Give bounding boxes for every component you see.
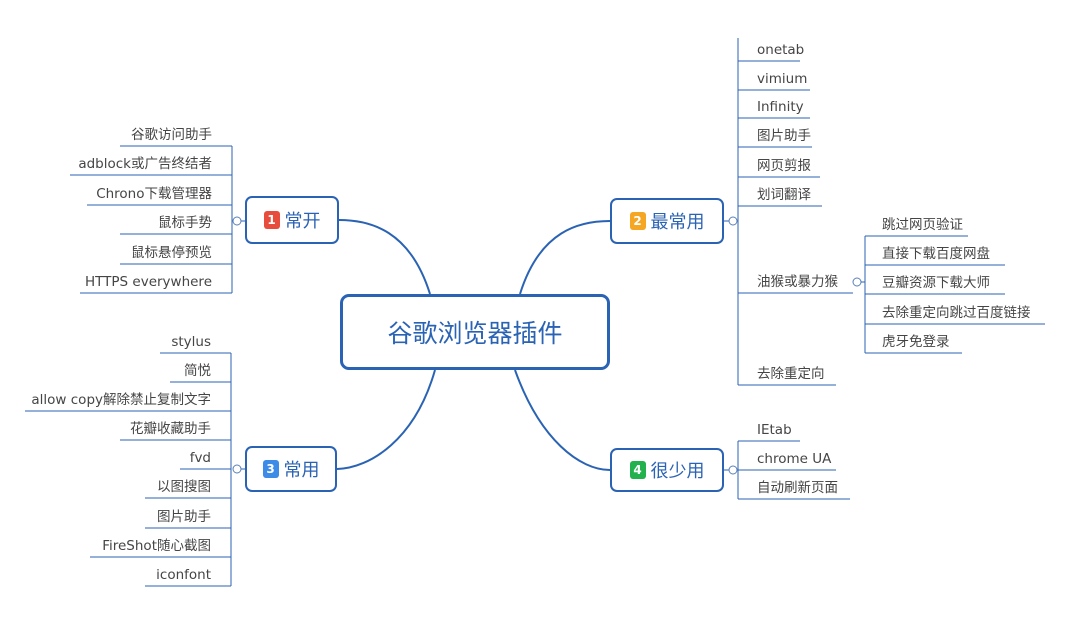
branch-topic-1[interactable]: 1 常开	[245, 196, 339, 244]
collapse-toggle-icon[interactable]	[728, 465, 738, 475]
branch-topic-2[interactable]: 2 最常用	[610, 198, 724, 244]
root-topic-label: 谷歌浏览器插件	[387, 319, 563, 348]
priority-3-icon: 3	[262, 460, 279, 478]
leaf-topic[interactable]: 图片助手	[757, 128, 811, 144]
branch-topic-3[interactable]: 3 常用	[245, 446, 337, 492]
leaf-topic[interactable]: adblock或广告终结者	[78, 156, 212, 172]
branch-topic-3-label: 常用	[283, 460, 320, 481]
sub-leaf-topic[interactable]: 去除重定向跳过百度链接	[882, 305, 1031, 321]
priority-4-icon: 4	[629, 461, 646, 479]
leaf-topic[interactable]: 鼠标手势	[158, 215, 212, 231]
priority-2-icon: 2	[629, 212, 646, 230]
leaf-topic[interactable]: vimium	[757, 71, 808, 87]
sub-leaf-topic[interactable]: 豆瓣资源下载大师	[882, 275, 990, 291]
leaf-topic[interactable]: 鼠标悬停预览	[131, 245, 212, 261]
sub-leaf-topic[interactable]: 直接下载百度网盘	[882, 246, 990, 262]
leaf-topic[interactable]: 以图搜图	[157, 479, 211, 495]
leaf-topic[interactable]: HTTPS everywhere	[84, 274, 212, 290]
leaf-topic[interactable]: 谷歌访问助手	[131, 127, 212, 143]
leaf-topic[interactable]: 去除重定向	[757, 366, 825, 382]
branch-topic-4-label: 很少用	[650, 461, 705, 482]
leaf-topic[interactable]: allow copy解除禁止复制文字	[31, 392, 211, 408]
leaf-topic[interactable]: 简悦	[184, 363, 211, 379]
leaf-topic[interactable]: 划词翻译	[757, 187, 811, 203]
leaf-topic[interactable]: fvd	[189, 450, 211, 466]
leaf-topic[interactable]: 图片助手	[157, 509, 211, 525]
leaf-topic[interactable]: chrome UA	[757, 451, 832, 467]
leaf-topic[interactable]: iconfont	[156, 567, 211, 583]
leaf-topic[interactable]: FireShot随心截图	[102, 538, 211, 554]
collapse-toggle-icon[interactable]	[232, 464, 242, 474]
branch-topic-2-label: 最常用	[650, 212, 705, 233]
leaf-topic[interactable]: 油猴或暴力猴	[757, 274, 838, 290]
collapse-toggle-icon[interactable]	[728, 216, 738, 226]
branch-topic-1-label: 常开	[284, 211, 321, 232]
leaf-topic[interactable]: Infinity	[757, 99, 804, 115]
leaf-topic[interactable]: 网页剪报	[757, 158, 811, 174]
connector-root-branch-1	[338, 219, 431, 295]
collapse-toggle-icon[interactable]	[232, 216, 242, 226]
collapse-toggle-icon[interactable]	[852, 277, 862, 287]
leaf-topic[interactable]: stylus	[171, 334, 211, 350]
leaf-topic[interactable]: Chrono下载管理器	[96, 186, 212, 202]
connector-root-branch-4	[514, 369, 611, 471]
connector-root-branch-2	[519, 220, 611, 295]
root-topic[interactable]: 谷歌浏览器插件	[340, 294, 610, 370]
leaf-topic[interactable]: 自动刷新页面	[757, 480, 838, 496]
connector-root-branch-3	[336, 369, 436, 470]
leaf-topic[interactable]: IEtab	[757, 422, 792, 438]
sub-leaf-topic[interactable]: 虎牙免登录	[882, 334, 950, 350]
branch-topic-4[interactable]: 4 很少用	[610, 448, 724, 492]
leaf-topic[interactable]: onetab	[757, 42, 805, 58]
leaf-topic[interactable]: 花瓣收藏助手	[130, 421, 211, 437]
sub-leaf-topic[interactable]: 跳过网页验证	[882, 217, 963, 233]
priority-1-icon: 1	[263, 211, 280, 229]
